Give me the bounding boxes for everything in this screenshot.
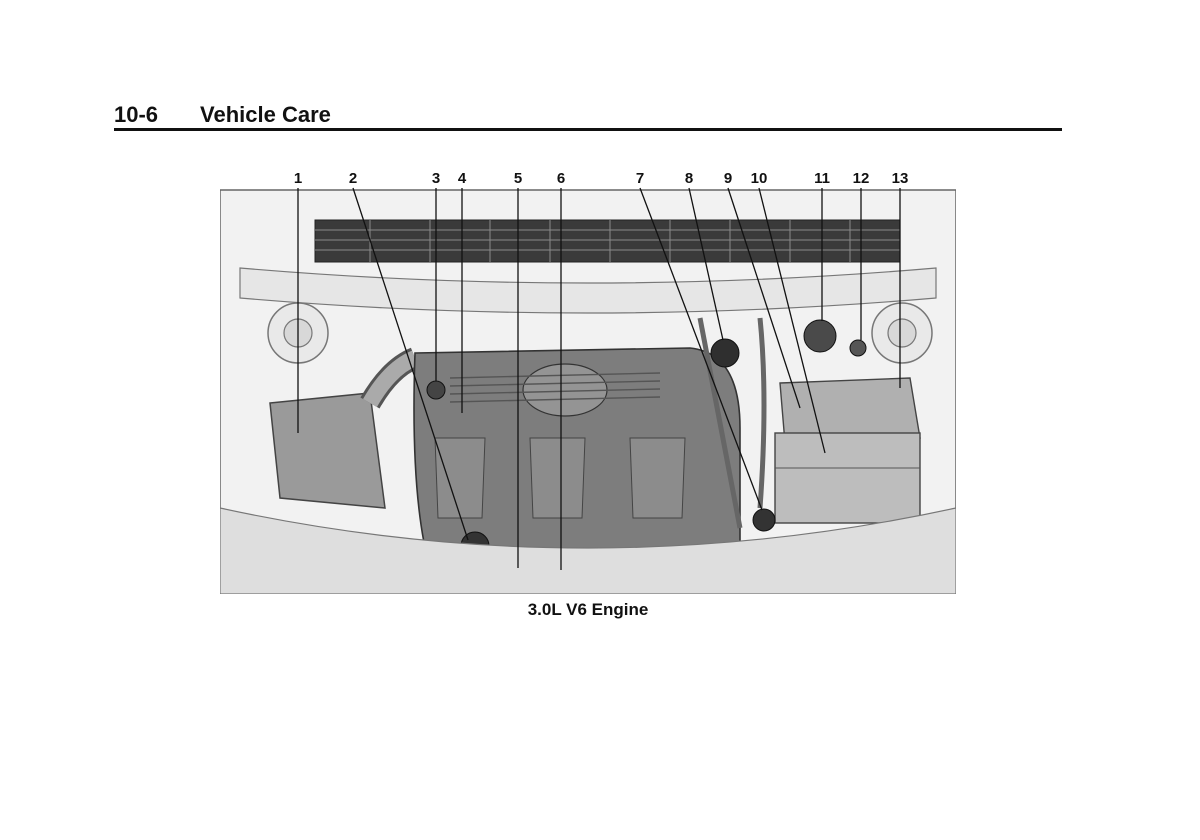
callout-12: 12 — [853, 170, 870, 187]
callout-7: 7 — [636, 170, 644, 187]
callout-3: 3 — [432, 170, 440, 187]
section-title: Vehicle Care — [200, 102, 331, 127]
callout-6: 6 — [557, 170, 565, 187]
callout-leaders — [297, 187, 901, 570]
callout-numbers: 1 2 3 4 5 6 7 8 9 10 11 12 13 — [294, 170, 909, 187]
callout-1: 1 — [294, 170, 302, 187]
callout-5: 5 — [514, 170, 522, 187]
callout-2: 2 — [349, 170, 357, 187]
page-header: 10-6 Vehicle Care — [114, 100, 1062, 132]
figure-caption: 3.0L V6 Engine — [527, 600, 649, 619]
engine-bay-illustration — [220, 189, 956, 594]
callout-11: 11 — [814, 170, 830, 187]
engine-compartment-figure: 1 2 3 4 5 6 7 8 9 10 11 12 13 — [220, 168, 956, 594]
callout-9: 9 — [724, 170, 732, 187]
callout-10: 10 — [751, 170, 768, 187]
header-rule — [114, 128, 1062, 131]
callout-4: 4 — [458, 170, 467, 187]
callout-8: 8 — [685, 170, 693, 187]
callout-13: 13 — [892, 170, 909, 187]
page-number: 10-6 — [114, 102, 159, 127]
